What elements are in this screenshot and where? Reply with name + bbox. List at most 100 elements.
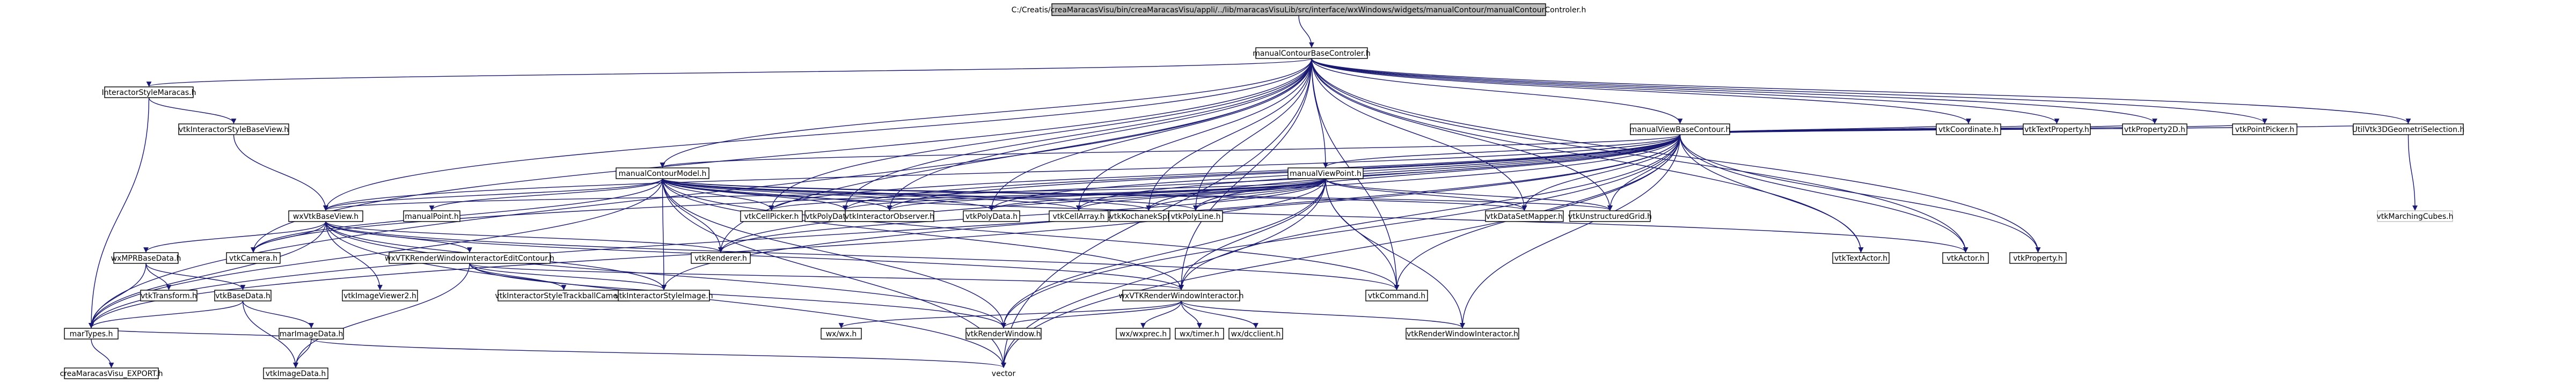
node-label: vtkDataSetMapper.h — [1486, 212, 1563, 221]
node-wxDcclient[interactable]: wx/dcclient.h — [1228, 328, 1283, 340]
node-wxWx[interactable]: wx/wx.h — [821, 328, 862, 340]
node-label: vtkTextActor.h — [1834, 254, 1887, 263]
node-marTypes[interactable]: marTypes.h — [64, 328, 119, 340]
node-vtkPolyLine[interactable]: vtkPolyLine.h — [1168, 210, 1223, 222]
edge-manualViewBaseContour-to-vector — [1001, 134, 1681, 368]
edge-manualContourBaseControler-to-manualViewBaseContour — [1311, 58, 1683, 124]
node-manualContourBaseControler[interactable]: manualContourBaseControler.h — [1253, 47, 1371, 59]
dependency-nodes: C:/Creatis/creaMaracasVisu/bin/creaMarac… — [60, 3, 2465, 379]
node-vtkKochanekSpline[interactable]: vtkKochanekSpline.h — [1109, 210, 1188, 222]
node-label: vtkCamera.h — [229, 254, 277, 263]
node-vtkBaseData[interactable]: vtkBaseData.h — [214, 290, 272, 301]
edge-manualViewBaseContour-to-vtkActor — [1679, 134, 1968, 253]
edge-manualContourBaseControler-to-vtkUnstructuredGrid — [1311, 58, 1613, 211]
node-label: vtkInteractorStyleImage.h — [614, 292, 713, 300]
node-vtkTextActor[interactable]: vtkTextActor.h — [1832, 252, 1890, 264]
node-vtkInteractorObserver[interactable]: vtkInteractorObserver.h — [845, 210, 934, 222]
edge-manualViewPoint-to-vtkRenderWindow — [1001, 178, 1326, 328]
node-box — [2377, 210, 2453, 222]
node-manualPoint[interactable]: manualPoint.h — [403, 210, 460, 222]
node-box — [279, 328, 344, 340]
edge-manualContourBaseControler-to-vtkTextProperty — [1311, 58, 2060, 124]
edge-manualContourModel-to-wxVTKRenderWindowInteractor — [662, 178, 1184, 290]
edge-manualViewBaseContour-to-manualContourModel — [660, 134, 1681, 168]
node-box — [64, 328, 119, 340]
node-label: vector — [992, 370, 1016, 378]
node-vtkCellPicker[interactable]: vtkCellPicker.h — [740, 210, 803, 222]
node-vtkActor[interactable]: vtkActor.h — [1942, 252, 1989, 264]
node-vtkCommand[interactable]: vtkCommand.h — [1365, 290, 1428, 301]
node-vtkImageViewer2[interactable]: vtkImageViewer2.h — [342, 290, 418, 301]
edge-manualViewPoint-to-vtkRenderer — [718, 178, 1326, 253]
node-box — [1168, 210, 1223, 222]
node-label: vtkRenderWindow.h — [967, 330, 1041, 338]
node-interactorStyleMaracas[interactable]: InteractorStyleMaracas.h — [102, 86, 196, 98]
node-wxVtkBaseView[interactable]: wxVtkBaseView.h — [288, 210, 363, 222]
edge-marImageData-to-marTypes — [89, 327, 312, 340]
node-box — [1942, 252, 1989, 264]
node-vtkTransform[interactable]: vtkTransform.h — [140, 290, 197, 301]
node-vtkCellArray[interactable]: vtkCellArray.h — [1049, 210, 1109, 222]
node-vtkCoordinate[interactable]: vtkCoordinate.h — [1936, 123, 2001, 135]
node-vtkInteractorStyleImage[interactable]: vtkInteractorStyleImage.h — [614, 290, 713, 301]
node-box — [963, 210, 1020, 222]
node-box — [113, 252, 179, 264]
node-vtkCamera[interactable]: vtkCamera.h — [226, 252, 281, 264]
node-box — [1485, 210, 1564, 222]
node-box — [845, 210, 934, 222]
node-box — [1122, 290, 1240, 301]
node-wxTimer[interactable]: wx/timer.h — [1175, 328, 1224, 340]
edge-vtkBaseData-to-marImageData — [242, 300, 314, 328]
node-box — [618, 290, 710, 301]
node-label: manualViewBaseContour.h — [1630, 126, 1731, 134]
node-utilVtk3DGeometriSelection[interactable]: UtilVtk3DGeometriSelection.h — [2352, 123, 2465, 135]
node-vtkPolyData[interactable]: vtkPolyData.h — [963, 210, 1020, 222]
node-box — [1175, 328, 1224, 340]
edge-manualViewPoint-to-vtkPolyData — [989, 178, 1326, 211]
node-vtkInteractorStyleTrackballCamera[interactable]: vtkInteractorStyleTrackballCamera.h — [495, 290, 633, 301]
node-label: manualPoint.h — [405, 212, 459, 221]
node-label: wx/wx.h — [826, 330, 857, 338]
edge-manualContourBaseControler-to-vtkActor — [1311, 58, 1968, 253]
node-box — [2122, 123, 2187, 135]
node-box — [389, 252, 551, 264]
node-marImageData[interactable]: marImageData.h — [279, 328, 344, 340]
node-wxVTKRenderWindowInteractor[interactable]: wxVTKRenderWindowInteractor.h — [1118, 290, 1244, 301]
node-manualViewPoint[interactable]: manualViewPoint.h — [1287, 167, 1364, 179]
edge-manualViewBaseContour-to-manualViewPoint — [1323, 134, 1681, 168]
node-vtkRenderer[interactable]: vtkRenderer.h — [691, 252, 751, 264]
node-box — [214, 290, 272, 301]
node-root[interactable]: C:/Creatis/creaMaracasVisu/bin/creaMarac… — [1012, 3, 1586, 16]
node-box — [1051, 3, 1546, 16]
node-vtkInteractorStyleBaseView[interactable]: vtkInteractorStyleBaseView.h — [178, 123, 289, 135]
node-vtkRenderWindowInteractor[interactable]: vtkRenderWindowInteractor.h — [1406, 328, 1519, 340]
node-vtkUnstructuredGrid[interactable]: vtkUnstructuredGrid.h — [1568, 210, 1652, 222]
node-vtkImageData[interactable]: vtkImageData.h — [263, 367, 328, 379]
edge-wxMPRBaseData-to-vtkBaseData — [145, 263, 246, 290]
node-wxWxprec[interactable]: wx/wxprec.h — [1116, 328, 1170, 340]
node-box — [965, 328, 1042, 340]
dependency-edges — [89, 15, 2418, 368]
node-wxVTKRenderWindowInteractorEditContour[interactable]: wxVTKRenderWindowInteractorEditContour.h — [385, 252, 554, 264]
node-vtkProperty[interactable]: vtkProperty.h — [2009, 252, 2067, 264]
node-manualViewBaseContour[interactable]: manualViewBaseContour.h — [1630, 123, 1731, 135]
node-label: UtilVtk3DGeometriSelection.h — [2352, 126, 2465, 134]
node-wxMPRBaseData[interactable]: wxMPRBaseData.h — [111, 252, 181, 264]
node-vtkTextProperty[interactable]: vtkTextProperty.h — [2023, 123, 2091, 135]
node-manualContourModel[interactable]: manualContourModel.h — [616, 167, 709, 179]
node-vector[interactable]: vector — [982, 368, 1025, 379]
node-vtkMarchingCubes[interactable]: vtkMarchingCubes.h — [2377, 210, 2454, 222]
node-vtkProperty2D[interactable]: vtkProperty2D.h — [2122, 123, 2187, 135]
node-box — [403, 210, 460, 222]
node-label: wxVTKRenderWindowInteractor.h — [1118, 292, 1243, 300]
edge-manualViewPoint-to-vtkPolyLine — [1193, 178, 1326, 211]
edge-vtkBaseData-to-marTypes — [89, 300, 244, 328]
edge-manualViewBaseContour-to-vtkUnstructuredGrid — [1607, 134, 1681, 211]
edge-wxVtkBaseView-to-marTypes — [89, 221, 326, 328]
node-vtkRenderWindow[interactable]: vtkRenderWindow.h — [965, 328, 1042, 340]
node-box — [1406, 328, 1519, 340]
node-vtkPointPicker[interactable]: vtkPointPicker.h — [2232, 123, 2297, 135]
node-creaMaracasVisuExport[interactable]: creaMaracasVisu_EXPORT.h — [60, 367, 163, 379]
node-label: manualViewPoint.h — [1290, 170, 1362, 178]
node-vtkDataSetMapper[interactable]: vtkDataSetMapper.h — [1485, 210, 1564, 222]
